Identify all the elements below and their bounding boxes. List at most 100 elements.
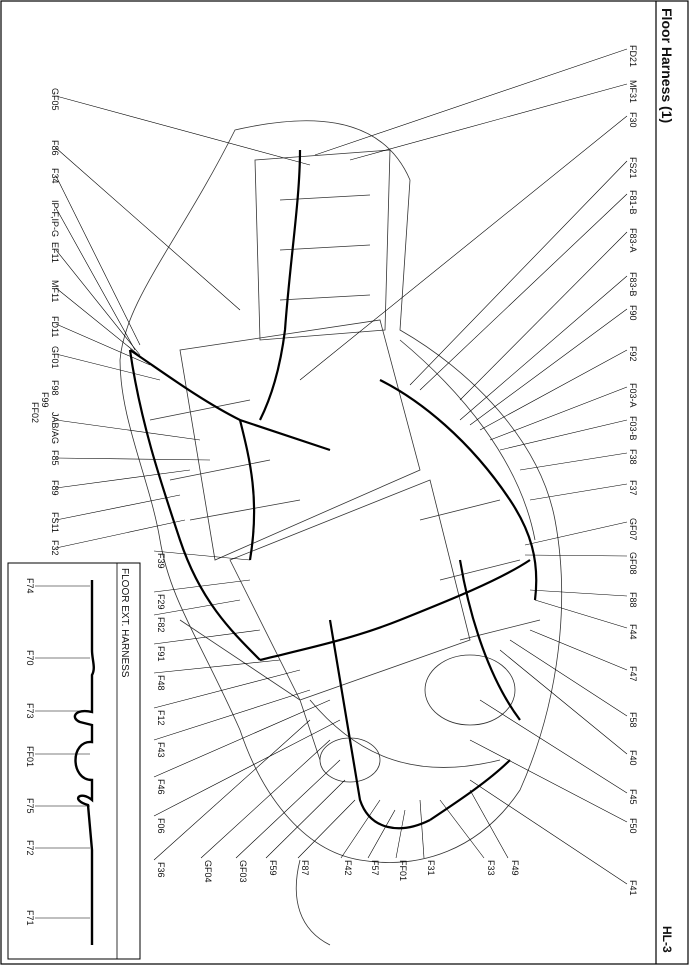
label-f32: F32: [50, 540, 60, 556]
leader-f81-b: [419, 193, 628, 391]
label-f33: F33: [486, 860, 496, 876]
leader-f58: [509, 639, 628, 717]
harness-wiring: [128, 149, 538, 830]
leader-f47: [529, 629, 628, 671]
label-f90: F90: [628, 305, 638, 321]
label-f45: F45: [628, 789, 638, 805]
label-f29: F29: [156, 594, 166, 610]
label-f87: F87: [300, 860, 310, 876]
leader-f37: [529, 483, 628, 501]
leader-f41: [469, 779, 628, 885]
leader-f03-b: [499, 419, 628, 451]
label-f57: F57: [370, 860, 380, 876]
leader-f85: [55, 457, 211, 461]
label-f47: F47: [628, 666, 638, 682]
leader-f46: [153, 699, 331, 778]
label-jab-ag: JAB/AG: [50, 412, 60, 444]
leader-f49: [469, 789, 509, 859]
label-ip-f-ip-g: IP-F,IP-G: [50, 200, 60, 237]
label-f50: F50: [628, 818, 638, 834]
leader-gf01: [55, 353, 161, 381]
leader-gf03: [235, 759, 341, 859]
label-f31: F31: [426, 860, 436, 876]
vehicle-floor-drawing: [119, 120, 563, 946]
label-f59: F59: [268, 860, 278, 876]
label-f71: F71: [25, 910, 35, 926]
leader-ef11: [55, 249, 141, 356]
leader-f33: [439, 799, 485, 859]
label-f82: F82: [156, 617, 166, 633]
leader-gf04: [200, 739, 331, 859]
leader-lines: [55, 48, 628, 885]
label-f58: F58: [628, 712, 638, 728]
label-f39: F39: [156, 553, 166, 569]
leader-fs11: [55, 494, 181, 521]
leader-f39: [153, 550, 251, 561]
leader-f36: [153, 719, 311, 861]
page-title: Floor Harness (1): [659, 8, 675, 123]
leader-f45: [479, 699, 628, 794]
leader-f57: [367, 809, 396, 859]
leader-f30: [299, 115, 628, 381]
label-f70: F70: [25, 650, 35, 666]
leader-ff01: [395, 809, 406, 859]
label-ff01: FF01: [25, 746, 35, 767]
label-gf03: GF03: [238, 860, 248, 883]
label-f34: F34: [50, 168, 60, 184]
label-gf01: GF01: [50, 346, 60, 369]
leader-f43: [153, 689, 311, 741]
inset-harness-line: [73, 580, 95, 945]
label-f41: F41: [628, 880, 638, 896]
label-f43: F43: [156, 742, 166, 758]
label-f98: F98: [50, 380, 60, 396]
label-mf11: MF11: [50, 280, 60, 302]
label-gf04: GF04: [203, 860, 213, 883]
label-f38: F38: [628, 449, 638, 465]
label-f37: F37: [628, 480, 638, 496]
leader-f12: [153, 669, 301, 709]
leader-fd21: [314, 48, 628, 156]
leader-f40: [499, 649, 628, 755]
leader-f92: [479, 349, 628, 431]
label-f74: F74: [25, 578, 35, 594]
label-ff02: FF02: [30, 402, 40, 423]
label-f48: F48: [156, 675, 166, 691]
label-fd11: FD11: [50, 316, 60, 337]
leader-f82: [153, 599, 241, 616]
leader-f38: [519, 452, 628, 471]
leader-f44: [534, 599, 628, 629]
leader-gf05: [55, 95, 311, 166]
leader-f91: [153, 629, 261, 645]
label-fs11: FS11: [50, 512, 60, 533]
leader-f83-b: [459, 275, 628, 421]
label-f42: F42: [343, 860, 353, 876]
leader-f03-a: [489, 386, 628, 441]
leader-f83-a: [459, 231, 628, 401]
label-fd21: FD21: [628, 45, 638, 67]
label-f81-b: F81-B: [628, 190, 638, 215]
leader-f87: [297, 799, 356, 859]
label-f40: F40: [628, 750, 638, 766]
leader-fd11: [55, 323, 151, 366]
leader-mf11: [55, 287, 146, 361]
label-gf08: GF08: [628, 552, 638, 575]
label-gf07: GF07: [628, 518, 638, 541]
label-f44: F44: [628, 624, 638, 640]
label-f83-b: F83-B: [628, 272, 638, 297]
leader-f42: [340, 799, 381, 859]
leader-gf08: [524, 554, 628, 557]
label-f99: F99: [40, 392, 50, 408]
label-f92: F92: [628, 346, 638, 362]
inset-title: FLOOR EXT. HARNESS: [119, 568, 130, 678]
leader-f90: [469, 308, 628, 426]
label-f88: F88: [628, 592, 638, 608]
label-ef11: EF11: [50, 242, 60, 263]
leader-f86: [55, 147, 241, 311]
label-gf05: GF05: [50, 88, 60, 111]
label-f03-a: F03-A: [628, 383, 638, 408]
label-f30: F30: [628, 112, 638, 128]
leader-gf07: [524, 521, 628, 546]
label-f85: F85: [50, 450, 60, 466]
